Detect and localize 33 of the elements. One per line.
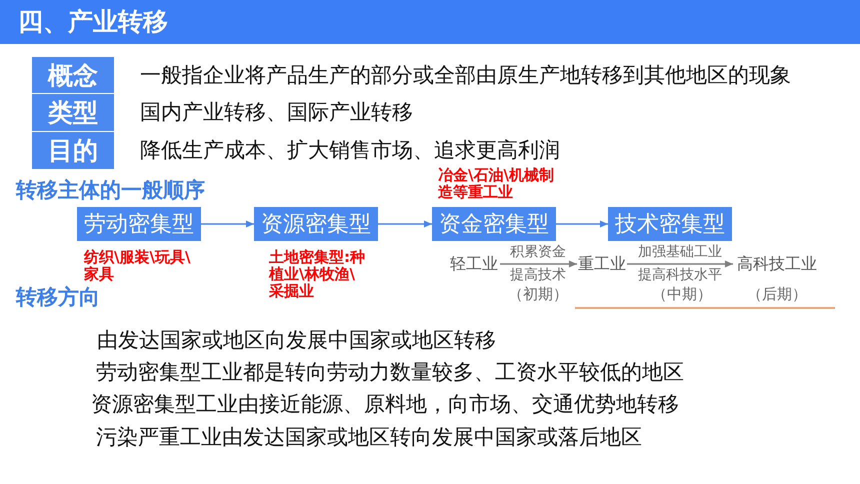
example-note: 土地密集型:种植业\林牧渔\采掘业 xyxy=(269,249,366,300)
category-box: 资源密集型 xyxy=(254,207,378,241)
note-text: 污染严重工业由发达国家或地区转向发展中国家或落后地区 xyxy=(96,424,642,450)
term-tag: 目的 xyxy=(32,132,114,169)
category-box: 劳动密集型 xyxy=(77,207,201,241)
term-tag: 类型 xyxy=(32,94,114,131)
industry-label: 轻工业 xyxy=(448,253,500,275)
industry-label: 高科技工业 xyxy=(733,253,821,275)
period-label: （初期） xyxy=(508,285,568,303)
section-heading: 转移方向 xyxy=(16,285,100,309)
term-tag: 概念 xyxy=(32,57,114,93)
arrow xyxy=(627,260,733,268)
arrow xyxy=(500,260,577,268)
definition-text: 降低生产成本、扩大销售市场、追求更高利润 xyxy=(140,137,560,163)
industry-label: 重工业 xyxy=(577,253,627,275)
arrow xyxy=(378,220,432,228)
period-label: （中期） xyxy=(652,285,712,303)
definition-text: 国内产业转移、国际产业转移 xyxy=(140,99,413,125)
note-text: 由发达国家或地区向发展中国家或地区转移 xyxy=(97,327,496,353)
category-box: 资金密集型 xyxy=(432,207,556,241)
edge-label: 积累资金提高技术 xyxy=(509,243,567,285)
section-heading: 转移主体的一般顺序 xyxy=(16,178,205,202)
period-label: （后期） xyxy=(747,285,807,303)
arrow xyxy=(201,220,254,228)
definition-text: 一般指企业将产品生产的部分或全部由原生产地转移到其他地区的现象 xyxy=(140,62,791,88)
example-note: 冶金\石油\机械制造等重工业 xyxy=(438,167,555,201)
edge-label: 加强基础工业提高科技水平 xyxy=(637,243,723,285)
category-box: 技术密集型 xyxy=(608,207,732,241)
note-text: 劳动密集型工业都是转向劳动力数量较多、工资水平较低的地区 xyxy=(96,359,684,385)
example-note: 纺织\服装\玩具\家具 xyxy=(84,249,192,283)
title-banner: 四、产业转移 xyxy=(0,0,860,44)
arrow xyxy=(556,220,608,228)
note-text: 资源密集型工业由接近能源、原料地，向市场、交通优势地转移 xyxy=(91,391,679,417)
